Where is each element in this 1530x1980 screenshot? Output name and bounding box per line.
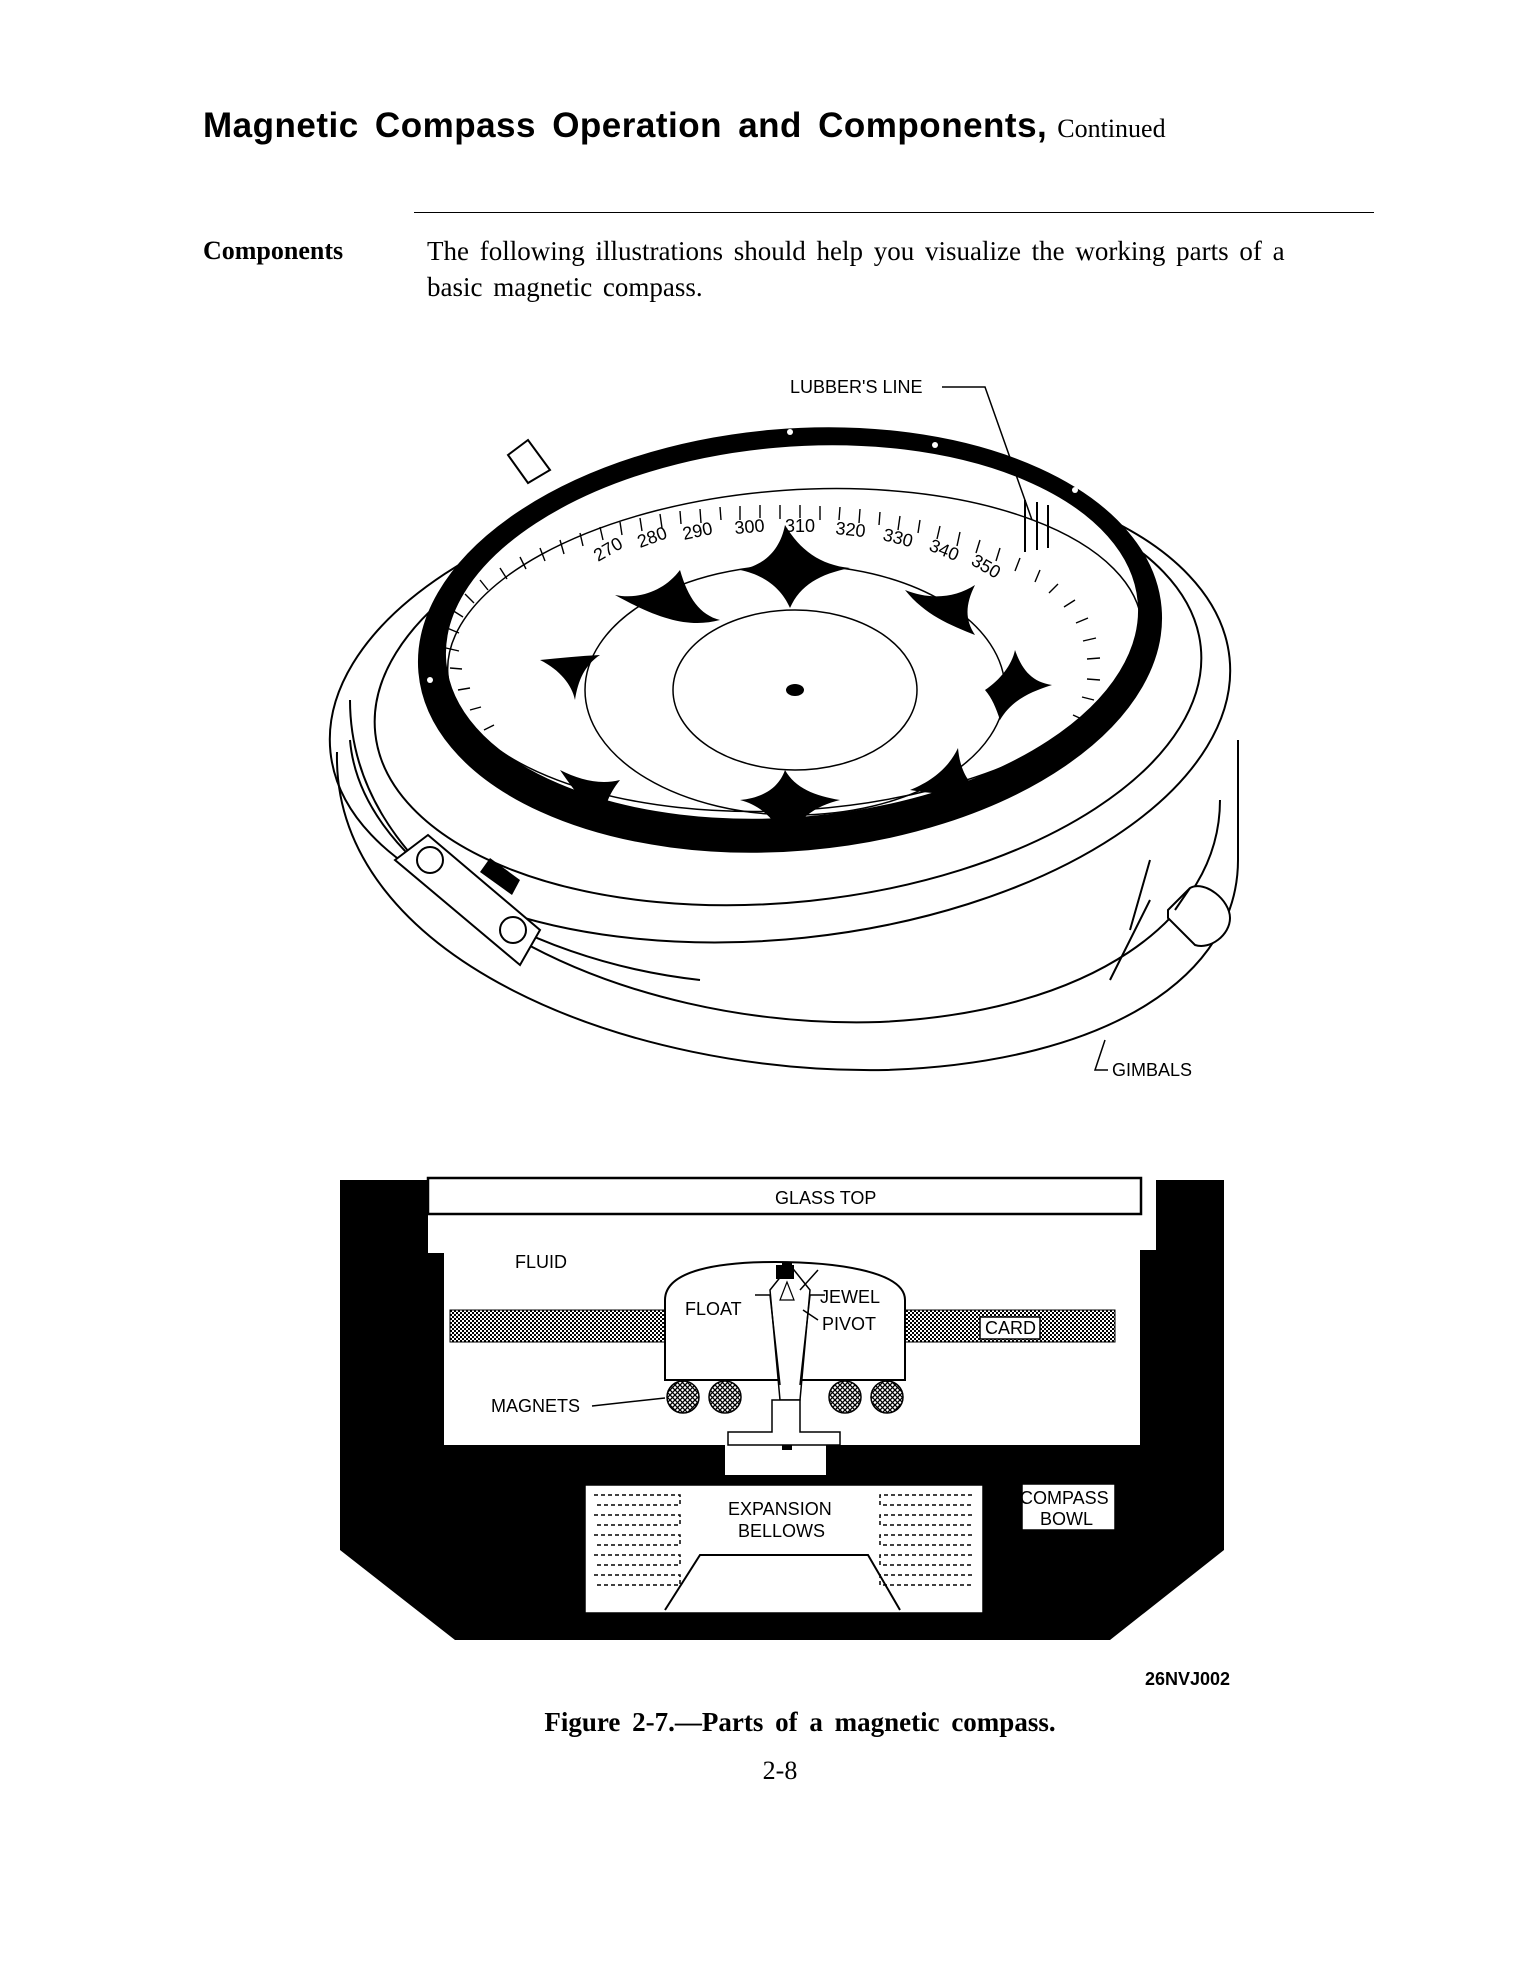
- scale-number: 300: [734, 515, 766, 538]
- magnet: [828, 1380, 862, 1414]
- magnet: [708, 1380, 742, 1414]
- glass-top-label: GLASS TOP: [775, 1188, 876, 1208]
- compass-bowl: [340, 1180, 1224, 1640]
- magnet: [870, 1380, 904, 1414]
- compass-cross-section: [340, 1176, 1224, 1640]
- magnets: [666, 1380, 904, 1414]
- bellows-folds: [594, 1494, 972, 1586]
- page-title: Magnetic Compass Operation and Component…: [203, 106, 1166, 146]
- expansion-bellows-chamber: [584, 1484, 984, 1614]
- continued-label: Continued: [1057, 114, 1166, 143]
- compass-card-bar: [449, 1309, 666, 1343]
- figure-code: 26NVJ002: [1145, 1669, 1230, 1689]
- jewel: [776, 1265, 794, 1279]
- float-label: FLOAT: [685, 1299, 742, 1319]
- fluid-label: FLUID: [515, 1252, 567, 1272]
- magnets-label: MAGNETS: [491, 1396, 580, 1416]
- gimbal-ring: [335, 740, 1239, 1072]
- gimbals-label: GIMBALS: [1112, 1060, 1192, 1080]
- page-number: 2-8: [762, 1756, 798, 1785]
- scale-number: 320: [835, 518, 867, 541]
- compass-perspective-drawing: 270 280 290 300 310 320 330 340 350: [328, 386, 1239, 1072]
- jewel-label: JEWEL: [820, 1287, 880, 1307]
- figure-caption: Figure 2-7.—Parts of a magnetic compass.: [544, 1707, 1056, 1737]
- compass-label: COMPASS: [1020, 1488, 1109, 1508]
- scale-number: 310: [785, 516, 815, 536]
- magnet: [666, 1380, 700, 1414]
- section-rule: [414, 212, 1374, 213]
- bellows-label: BELLOWS: [738, 1521, 825, 1541]
- expansion-label: EXPANSION: [728, 1499, 832, 1519]
- section-label: Components: [203, 236, 344, 265]
- lubbers-line-label: LUBBER'S LINE: [790, 377, 923, 397]
- bowl-label: BOWL: [1040, 1509, 1093, 1529]
- card-label: CARD: [985, 1318, 1036, 1338]
- section-text: The following illustrations should help …: [427, 236, 1285, 302]
- compass-scale-numbers: 270 280 290 300 310 320 330 340 350: [590, 515, 1004, 582]
- pivot-label: PIVOT: [822, 1314, 876, 1334]
- glass-top: [426, 1176, 1143, 1216]
- title-text: Magnetic Compass Operation and Component…: [203, 106, 1048, 145]
